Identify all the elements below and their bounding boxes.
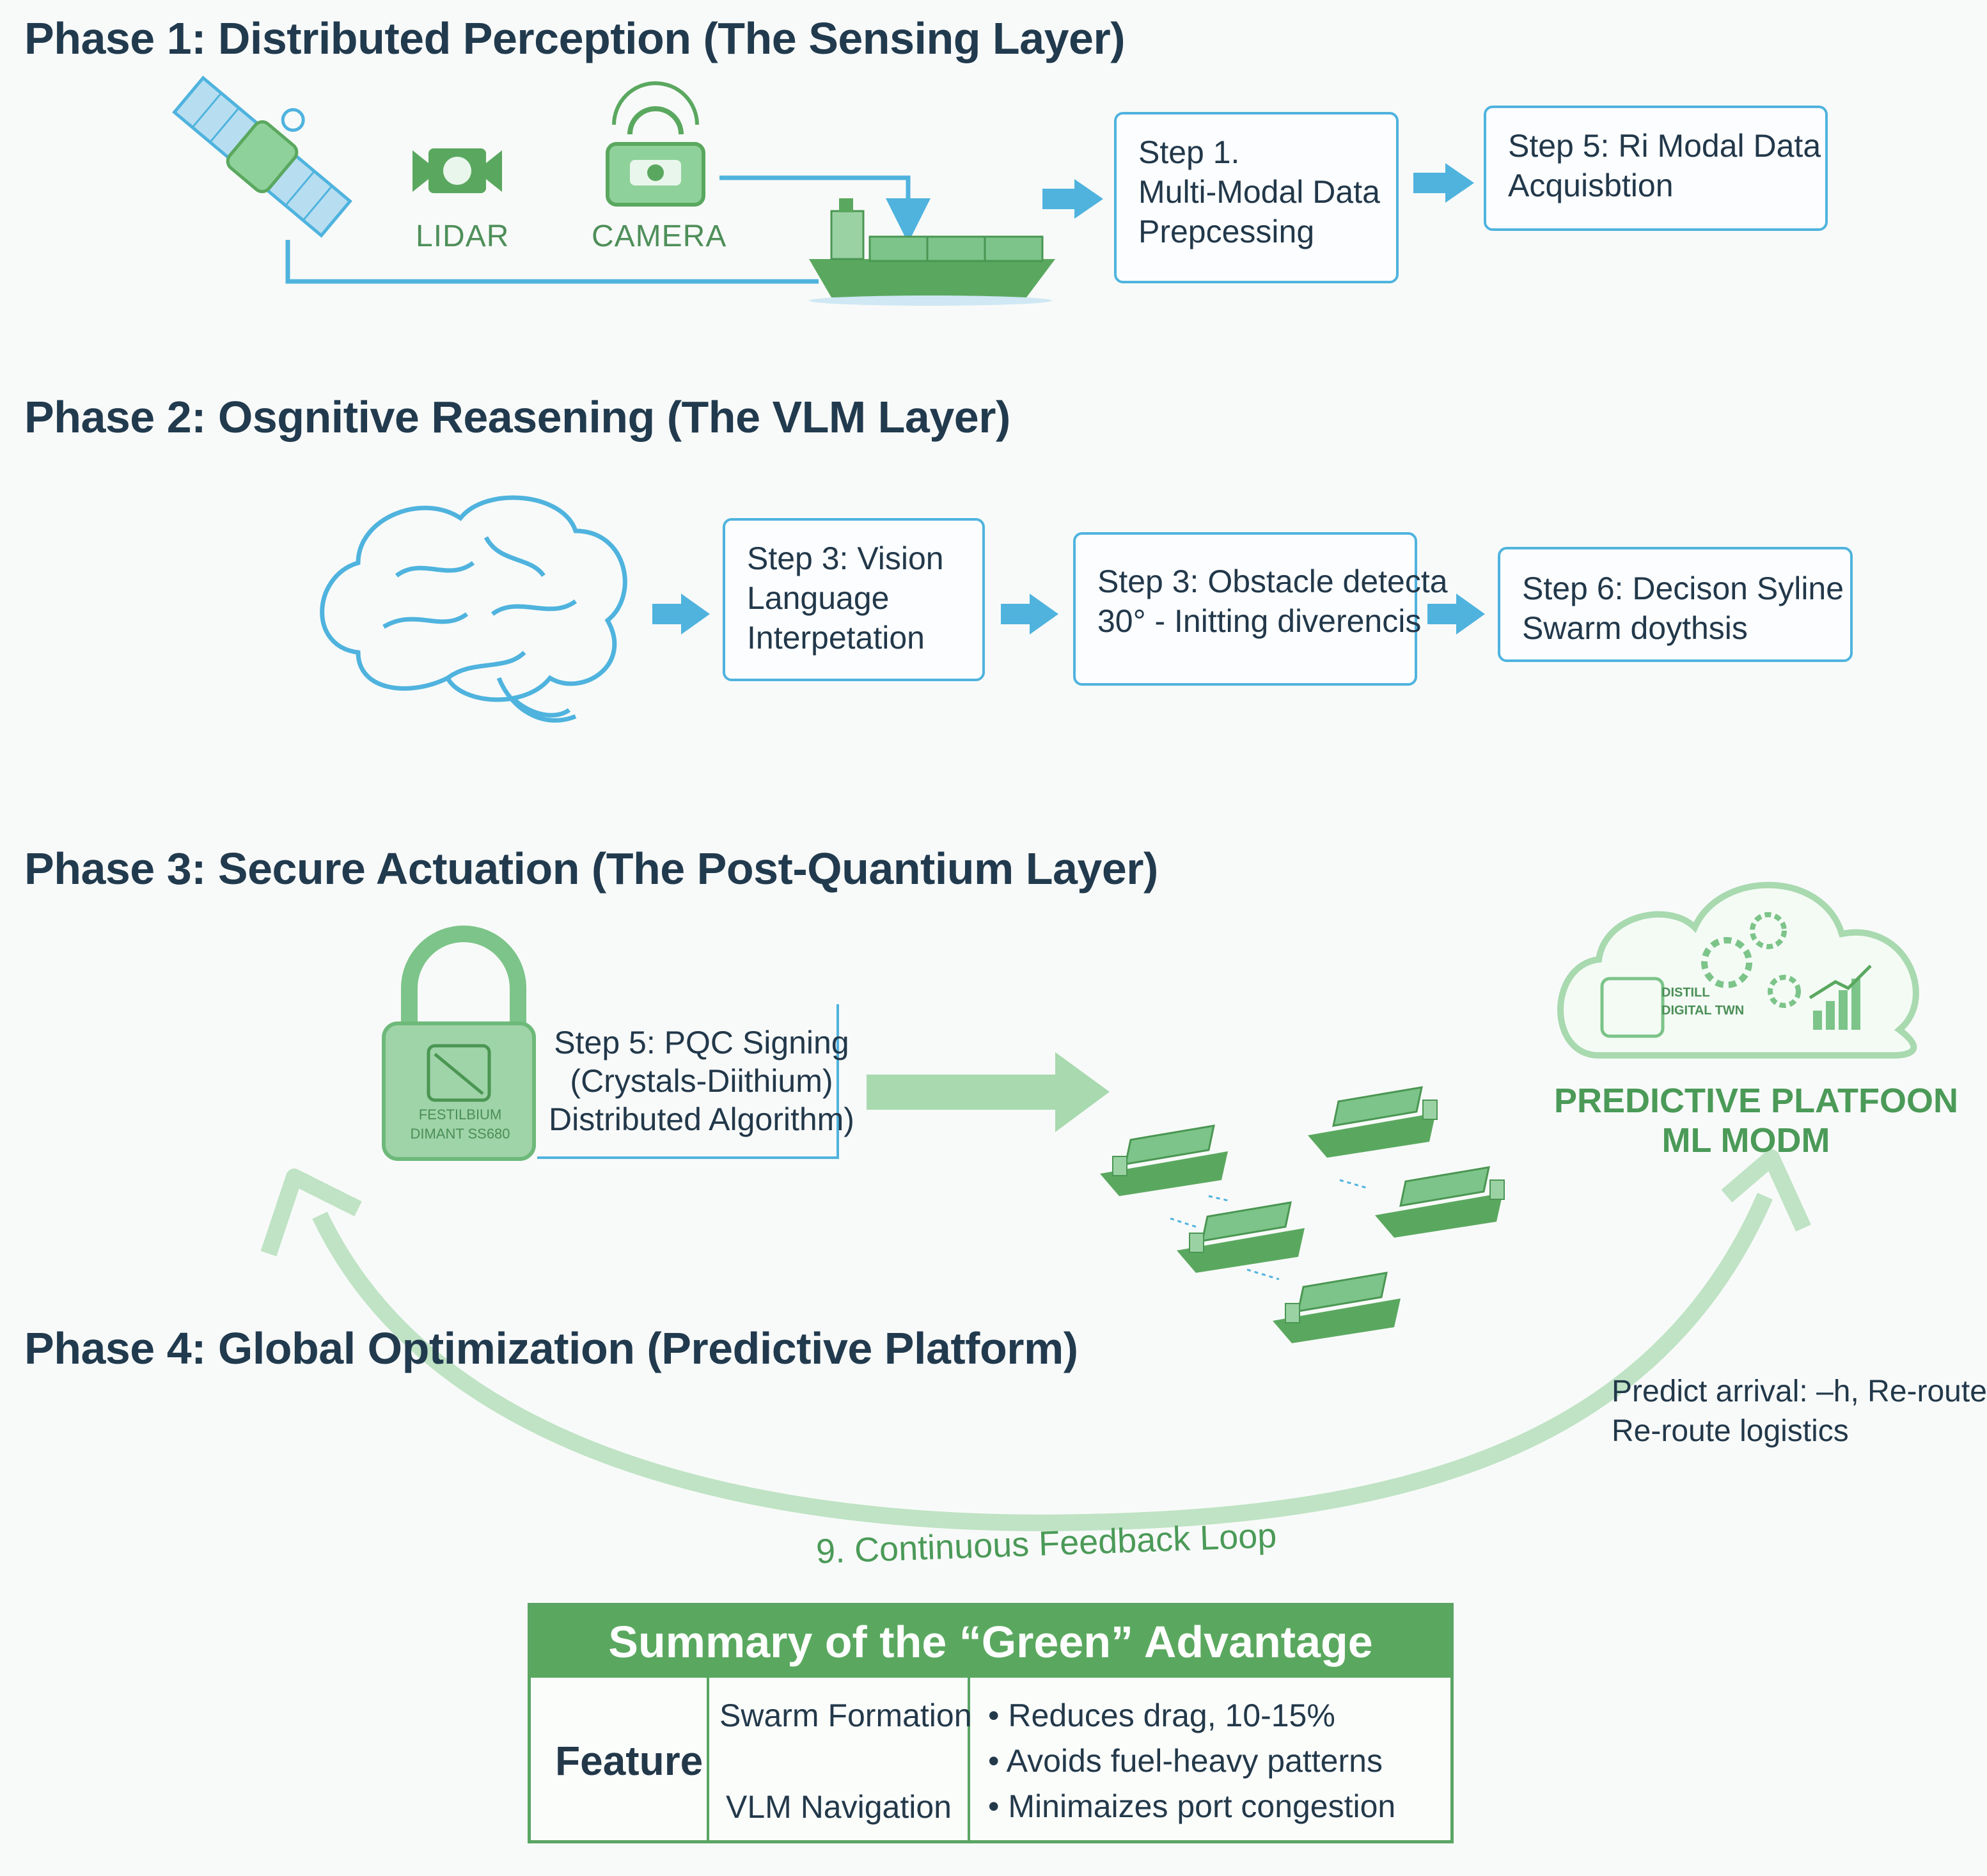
pqc-line: Step 5: PQC Signing bbox=[554, 1025, 849, 1060]
pqc-line: Distributed Algorithm) bbox=[549, 1101, 854, 1137]
step-line: Acquisbtion bbox=[1508, 168, 1674, 203]
step-line: Step 1. bbox=[1138, 134, 1240, 170]
phase2-title: Phase 2: Osgnitive Reasening (The VLM La… bbox=[24, 392, 1010, 442]
cloud-caption-line: DISTILL bbox=[1661, 986, 1710, 1000]
table-divider bbox=[707, 1678, 709, 1843]
step-line: Step 3: Vision bbox=[747, 540, 944, 576]
step-line: Interpetation bbox=[747, 620, 925, 656]
step-box-vision-language: Step 3: Vision Language Interpetation bbox=[723, 518, 985, 681]
pqc-line: (Crystals-Diithium) bbox=[570, 1063, 833, 1099]
feature-row-label: Feature bbox=[555, 1738, 703, 1784]
benefit-item: • Avoids fuel-heavy patterns bbox=[988, 1743, 1383, 1779]
step-line: Multi-Modal Data bbox=[1138, 174, 1380, 210]
benefit-item: • Minimaizes port congestion bbox=[988, 1788, 1396, 1824]
cloud-caption-line: DIGITAL TWN bbox=[1661, 1004, 1745, 1018]
lidar-icon bbox=[412, 148, 502, 193]
step-line: Step 3: Obstacle detecta bbox=[1097, 564, 1448, 599]
lock-icon bbox=[382, 926, 536, 1161]
benefit-item: • Reduces drag, 10-15% bbox=[988, 1698, 1335, 1733]
camera-label: CAMERA bbox=[592, 219, 727, 253]
step-line: Step 6: Decison Syline bbox=[1522, 571, 1844, 606]
step-line: 30° - Initting diverencis bbox=[1097, 603, 1422, 639]
flow-arrow-3 bbox=[652, 594, 710, 635]
flow-arrow-4 bbox=[1001, 594, 1058, 635]
step-line: Swarm doythsis bbox=[1522, 610, 1748, 646]
flow-arrow-green bbox=[867, 1052, 1110, 1132]
predictive-platform-label: PREDICTIVE PLATFOON ML MODM bbox=[1554, 1081, 1959, 1160]
satellite-icon bbox=[172, 75, 352, 238]
phase1-title: Phase 1: Distributed Perception (The Sen… bbox=[24, 13, 1126, 63]
cloud-caption: DISTILL DIGITAL TWN bbox=[1661, 984, 1744, 1020]
predict-arrival-text: Predict arrival: –h, Re-route Re-route l… bbox=[1612, 1372, 1987, 1451]
lock-caption-line: FESTILBIUM bbox=[418, 1107, 502, 1123]
flow-arrow-1 bbox=[1042, 179, 1103, 219]
feedback-loop-arrow bbox=[260, 1149, 1811, 1531]
step-box-obstacle-detection: Step 3: Obstacle detecta 30° - Initting … bbox=[1073, 532, 1448, 686]
lock-caption-line: DIMANT SS680 bbox=[410, 1126, 510, 1142]
cargo-ship-icon bbox=[809, 198, 1055, 306]
step-line: Prepcessing bbox=[1138, 214, 1315, 249]
step-line: Step 5: Ri Modal Data bbox=[1508, 128, 1821, 164]
cloud-icon bbox=[1557, 881, 1919, 1059]
flow-arrow-2 bbox=[1413, 163, 1474, 203]
flow-arrow-5 bbox=[1427, 594, 1485, 635]
step-box-acquisition: Step 5: Ri Modal Data Acquisbtion bbox=[1484, 106, 1828, 231]
lock-caption: FESTILBIUM DIMANT SS680 bbox=[398, 1105, 522, 1144]
feature-vlm-navigation: VLM Navigation bbox=[726, 1789, 952, 1825]
lidar-label: LIDAR bbox=[416, 219, 510, 253]
platform-line: ML MODM bbox=[1661, 1121, 1830, 1160]
step-box-decision: Step 6: Decison Syline Swarm doythsis bbox=[1498, 547, 1853, 662]
platform-line: PREDICTIVE PLATFOON bbox=[1554, 1082, 1959, 1120]
summary-table: Summary of the “Green” Advantage Feature… bbox=[528, 1603, 1454, 1843]
phase4-title: Phase 4: Global Optimization (Predictive… bbox=[24, 1323, 1078, 1373]
phase3-title: Phase 3: Secure Actuation (The Post-Quan… bbox=[24, 844, 1158, 894]
predict-line: Predict arrival: –h, Re-route bbox=[1612, 1375, 1987, 1408]
table-divider bbox=[968, 1678, 970, 1843]
step-box-preprocessing: Step 1. Multi-Modal Data Prepcessing bbox=[1114, 112, 1399, 283]
camera-icon bbox=[606, 81, 705, 207]
brain-icon bbox=[320, 495, 627, 723]
summary-title: Summary of the “Green” Advantage bbox=[531, 1606, 1450, 1678]
ship-swarm bbox=[1100, 1086, 1505, 1343]
predict-line: Re-route logistics bbox=[1612, 1414, 1849, 1448]
step-line: Language bbox=[747, 580, 890, 616]
pqc-signing-text: Step 5: PQC Signing (Crystals-Diithium) … bbox=[549, 1023, 854, 1139]
feature-swarm-formation: Swarm Formation bbox=[719, 1698, 972, 1733]
